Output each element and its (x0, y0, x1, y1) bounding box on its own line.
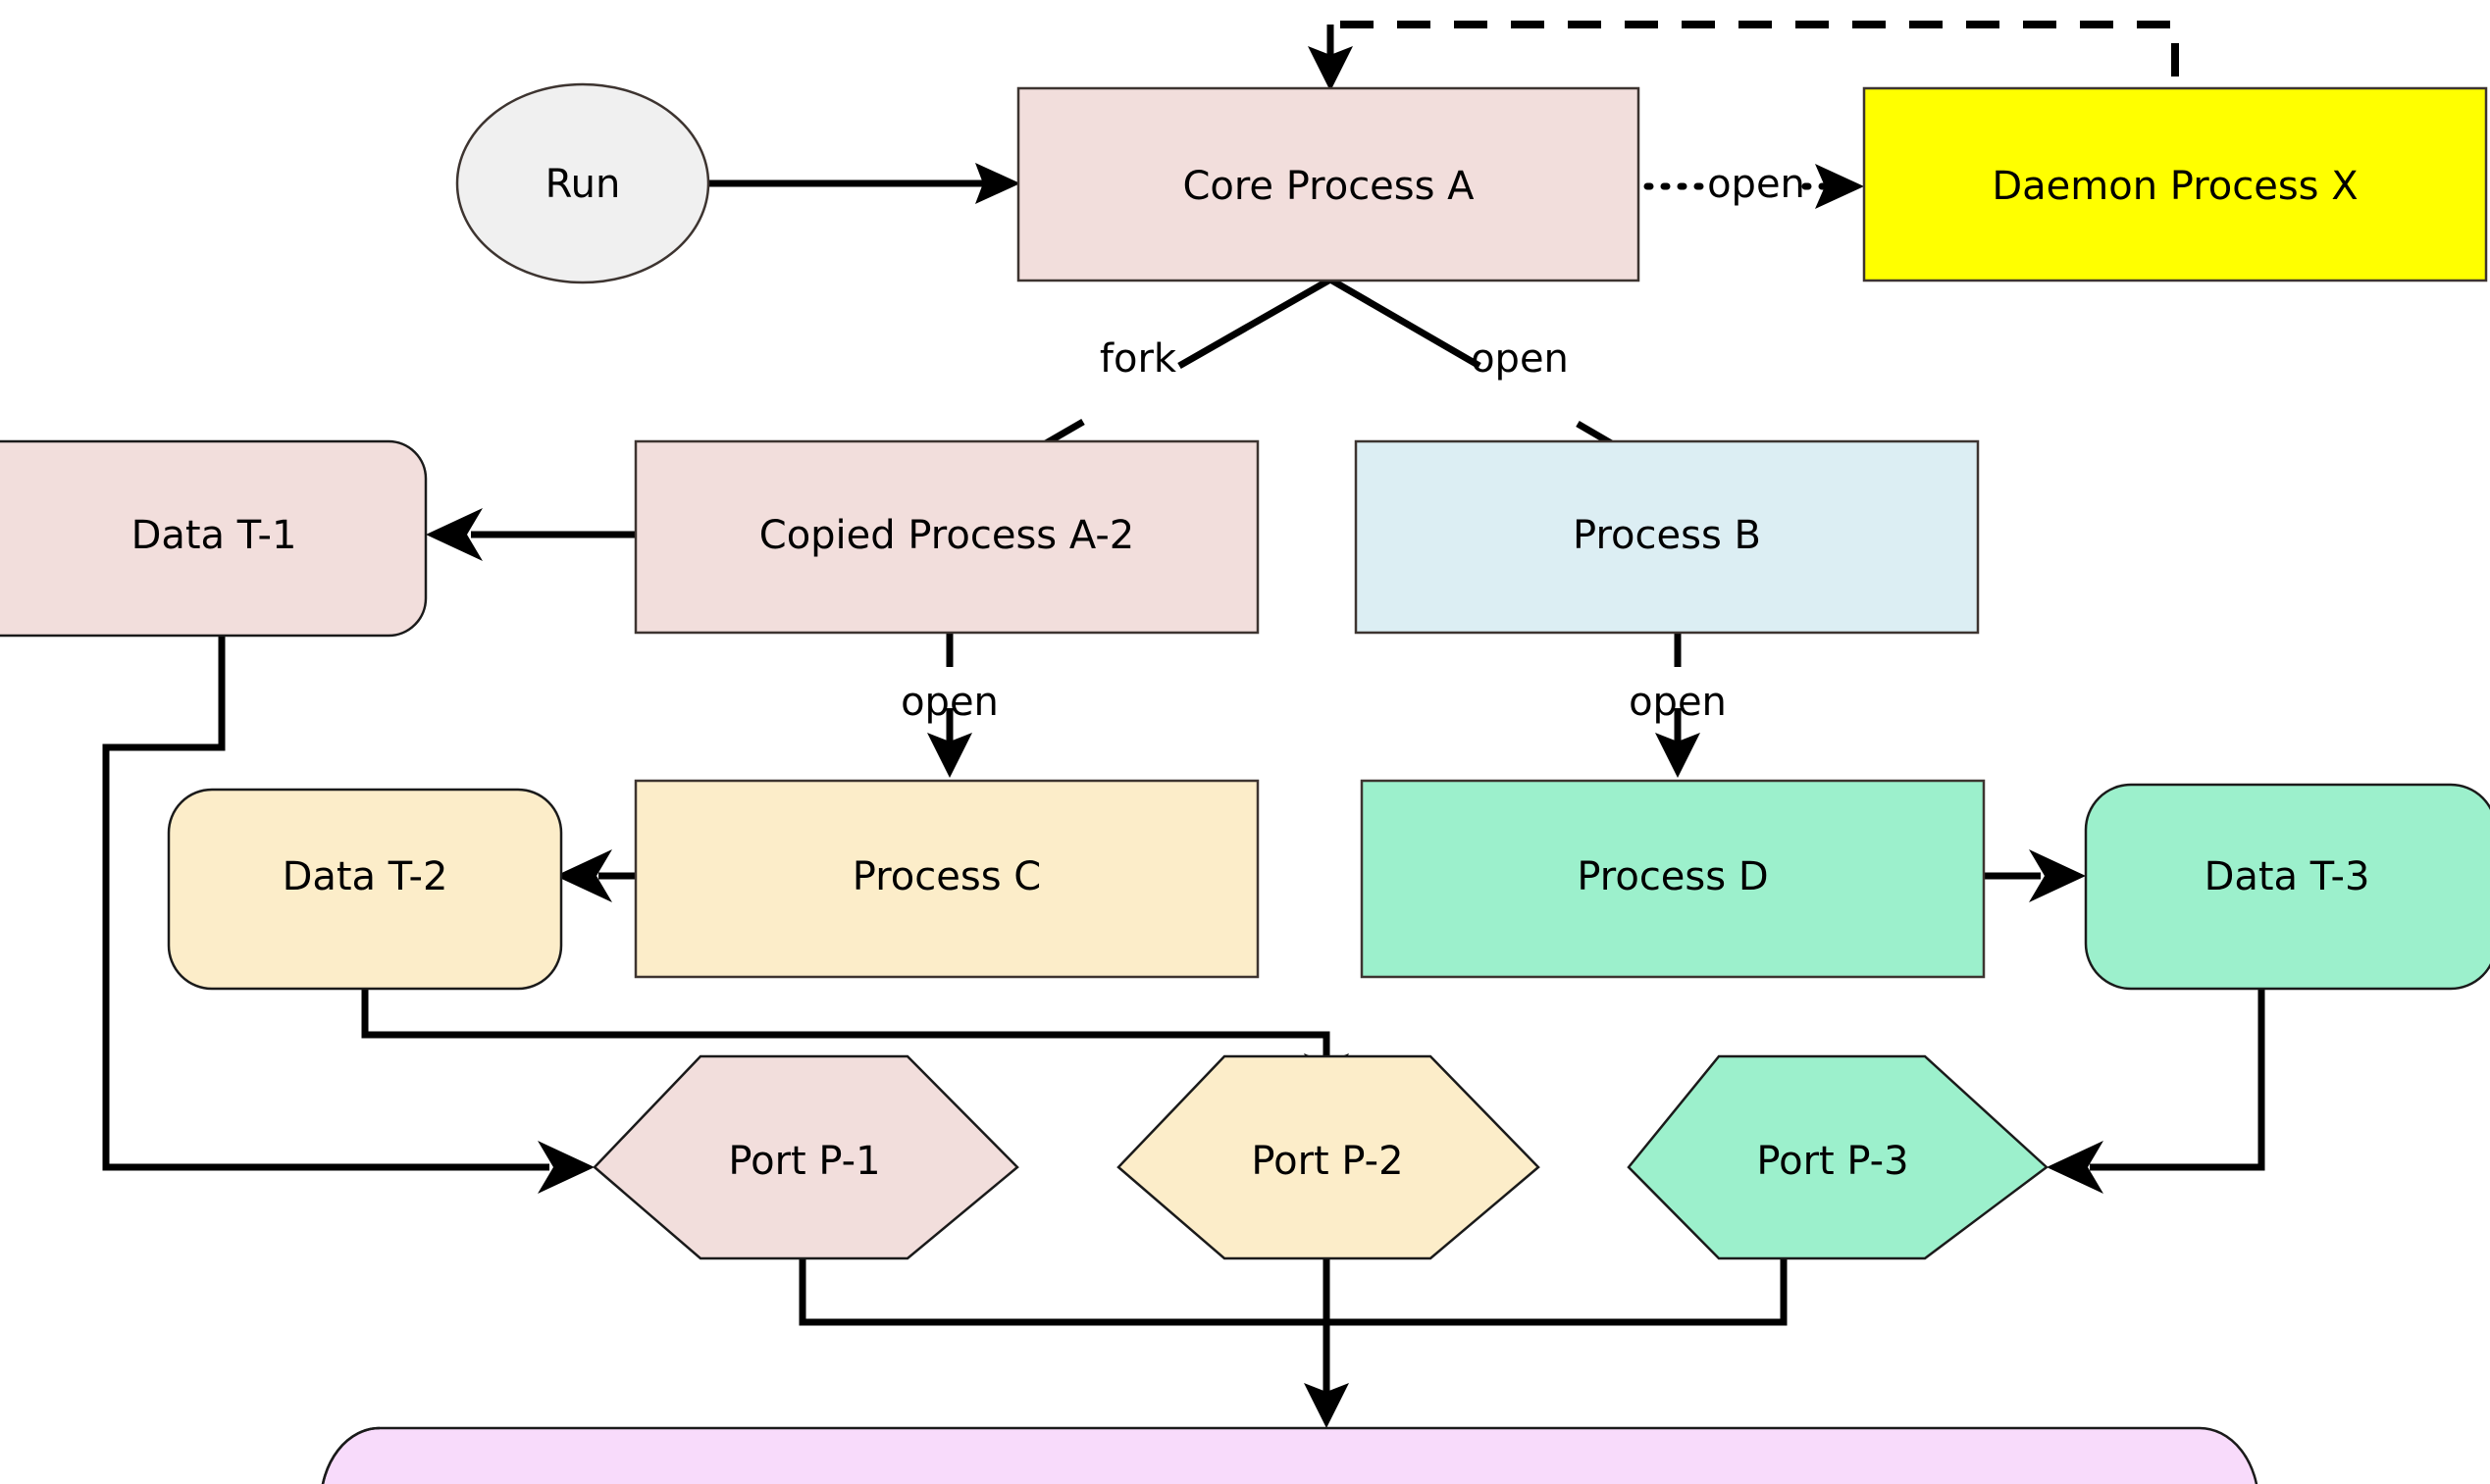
node-label-traffic: Traffic (1267, 1481, 1385, 1484)
traffic-cylinder-body[interactable] (321, 1426, 2258, 1484)
edge-ports-to-traffic (799, 1257, 1788, 1428)
port-p3-hexagon[interactable] (1627, 1054, 2049, 1260)
edge-process-c-to-data-t2 (555, 849, 636, 902)
node-label-run: Run (545, 162, 621, 207)
arrowhead (1815, 164, 1864, 209)
node-port-p3[interactable]: Port P-3 (1627, 1054, 2049, 1260)
node-label-process-b: Process B (1573, 513, 1761, 558)
node-process-d[interactable]: Process D (1360, 779, 1986, 979)
node-port-p2[interactable]: Port P-2 (1116, 1054, 1540, 1260)
node-data-t3[interactable]: Data T-3 (2084, 783, 2490, 991)
edge-label-fork: fork (1100, 336, 1177, 382)
arrowhead (538, 1141, 595, 1194)
edge-line (361, 989, 1330, 1064)
node-label-core-process-a: Core Process A (1182, 164, 1475, 209)
process-d-rect[interactable] (1360, 779, 1986, 979)
edge-label-open-process-b: open (1471, 336, 1569, 382)
data-t1-rect[interactable] (0, 439, 428, 638)
node-daemon-process-x[interactable]: Daemon Process X (1862, 86, 2488, 282)
edge-dashed-line (1330, 21, 2179, 77)
core-process-a-rect[interactable] (1016, 86, 1640, 282)
edge-core-process-a-to-daemon-process-x: open (1627, 162, 1864, 209)
edge-label-open-daemon: open (1707, 162, 1805, 207)
edge-bus-line (799, 1257, 1788, 1326)
node-copied-process-a2[interactable]: Copied Process A-2 (634, 439, 1260, 635)
node-label-port-p2: Port P-2 (1251, 1139, 1403, 1184)
node-process-c[interactable]: Process C (634, 779, 1260, 979)
node-label-data-t3: Data T-3 (2205, 854, 2370, 899)
arrowhead (2029, 849, 2086, 902)
daemon-process-x-rect[interactable] (1862, 86, 2488, 282)
node-label-process-d: Process D (1577, 854, 1768, 899)
edge-copied-process-a2-to-process-c: open (901, 628, 999, 778)
edge-data-t1-to-port-p1 (102, 636, 595, 1194)
node-data-t1[interactable]: Data T-1 (0, 439, 428, 638)
node-label-port-p3: Port P-3 (1756, 1139, 1908, 1184)
node-core-process-a[interactable]: Core Process A (1016, 86, 1640, 282)
data-t3-rect[interactable] (2084, 783, 2490, 991)
node-traffic[interactable]: Traffic (321, 1426, 2258, 1484)
port-p1-hexagon[interactable] (593, 1054, 1019, 1260)
node-label-port-p1: Port P-1 (728, 1139, 880, 1184)
arrowhead (2047, 1141, 2103, 1194)
node-label-daemon-process-x: Daemon Process X (1992, 164, 2358, 209)
node-data-t2[interactable]: Data T-2 (167, 788, 563, 991)
arrowhead (1655, 733, 1700, 778)
edge-run-to-core-process-a (708, 163, 1020, 204)
edge-process-d-to-data-t3 (1984, 849, 2086, 902)
node-port-p1[interactable]: Port P-1 (593, 1054, 1019, 1260)
edge-label-open-process-d: open (1629, 680, 1727, 725)
node-label-copied-process-a2: Copied Process A-2 (759, 513, 1134, 558)
edge-line (2090, 989, 2265, 1171)
arrowhead (927, 733, 972, 778)
data-t2-rect[interactable] (167, 788, 563, 991)
edge-data-t3-to-port-p3 (2047, 989, 2265, 1194)
arrowhead (975, 163, 1020, 204)
edge-line (102, 636, 549, 1171)
node-process-b[interactable]: Process B (1354, 439, 1980, 635)
arrowhead (426, 508, 483, 561)
process-c-rect[interactable] (634, 779, 1260, 979)
edge-daemon-feedback-to-core-process-a (1308, 21, 2179, 91)
node-label-data-t2: Data T-2 (283, 854, 448, 899)
edge-copied-process-a2-to-data-t1 (426, 508, 636, 561)
edge-line-upper (1177, 276, 1332, 370)
traffic-cylinder-cap (321, 1426, 381, 1484)
arrowhead (1308, 46, 1353, 91)
edge-line-upper (1328, 276, 1481, 370)
node-label-process-c: Process C (853, 854, 1041, 899)
process-b-rect[interactable] (1354, 439, 1980, 635)
arrowhead (555, 849, 612, 902)
node-run[interactable]: Run (455, 82, 710, 284)
arrowhead (1304, 1383, 1349, 1428)
copied-process-a2-rect[interactable] (634, 439, 1260, 635)
port-p2-hexagon[interactable] (1116, 1054, 1540, 1260)
edge-process-b-to-process-d: open (1629, 628, 1727, 778)
node-label-data-t1: Data T-1 (131, 513, 297, 558)
run-ellipse[interactable] (455, 82, 710, 284)
edge-label-open-process-c: open (901, 680, 999, 725)
